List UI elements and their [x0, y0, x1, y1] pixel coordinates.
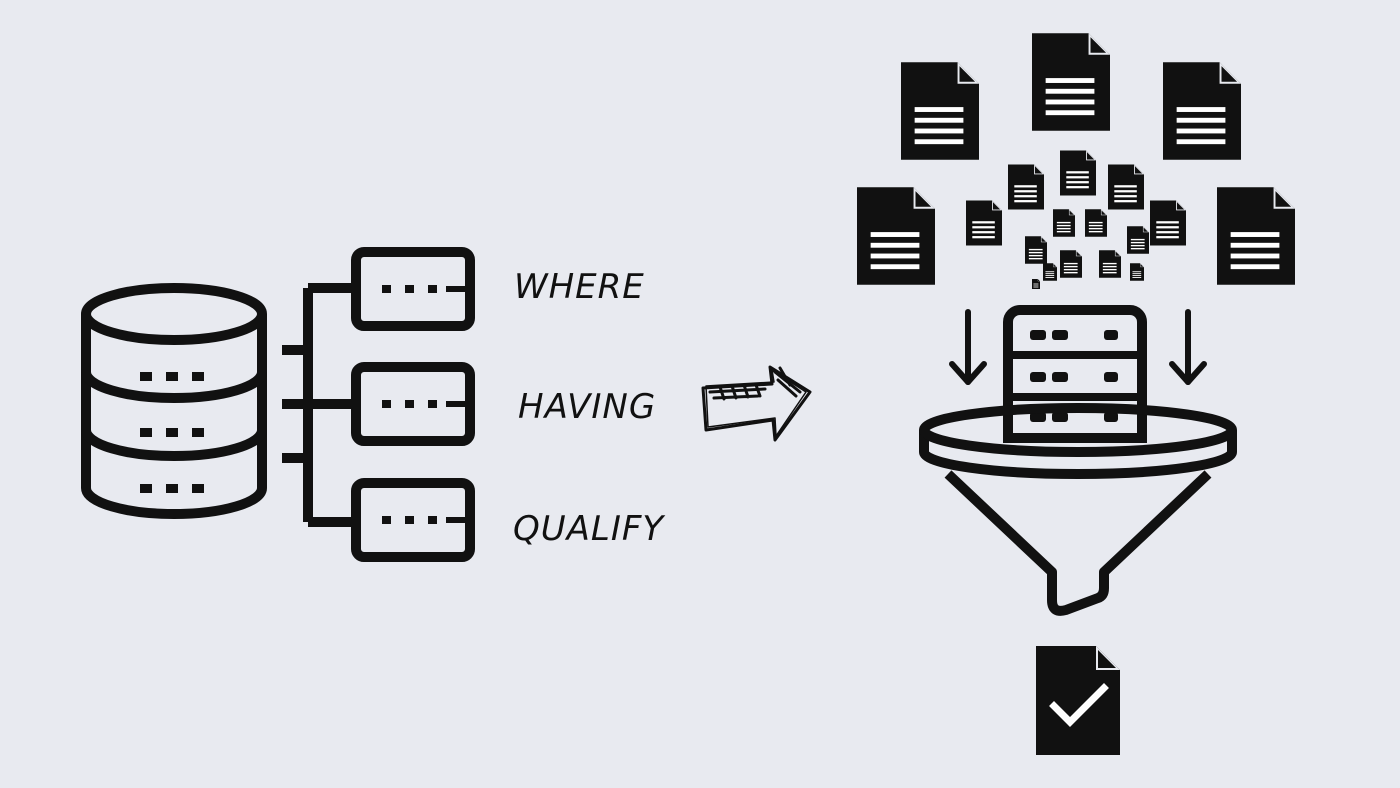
document-icon — [1217, 187, 1295, 285]
document-icon — [1060, 250, 1082, 278]
label-where: WHERE — [514, 267, 645, 307]
document-icon — [857, 187, 935, 285]
server-icon — [1003, 305, 1147, 443]
document-icon — [1108, 164, 1144, 210]
document-icon — [1127, 226, 1149, 254]
document-icon — [1025, 236, 1047, 264]
document-icon — [1060, 150, 1096, 196]
document-icon — [1130, 263, 1144, 281]
documents-cloud — [857, 33, 1295, 289]
clause-box-qualify — [351, 478, 475, 562]
hand-drawn-arrow-icon — [701, 365, 812, 442]
document-icon — [1053, 209, 1075, 237]
document-icon — [1008, 164, 1044, 210]
document-icon — [1099, 250, 1121, 278]
document-checkmark-icon — [1036, 646, 1120, 755]
document-icon — [1032, 33, 1110, 131]
document-icon — [901, 62, 979, 160]
document-icon — [1032, 279, 1040, 289]
document-icon — [1163, 62, 1241, 160]
document-icon — [1085, 209, 1107, 237]
funnel-icon — [919, 403, 1237, 616]
clause-box-where — [351, 247, 475, 331]
database-icon — [81, 283, 267, 519]
down-arrow-icon — [1169, 309, 1207, 385]
label-having: HAVING — [518, 387, 656, 427]
document-icon — [966, 200, 1002, 246]
clause-box-having — [351, 362, 475, 446]
connector-bracket — [282, 283, 356, 527]
document-icon — [1043, 263, 1057, 281]
down-arrow-icon — [949, 309, 987, 385]
label-qualify: QUALIFY — [513, 509, 665, 549]
document-icon — [1150, 200, 1186, 246]
